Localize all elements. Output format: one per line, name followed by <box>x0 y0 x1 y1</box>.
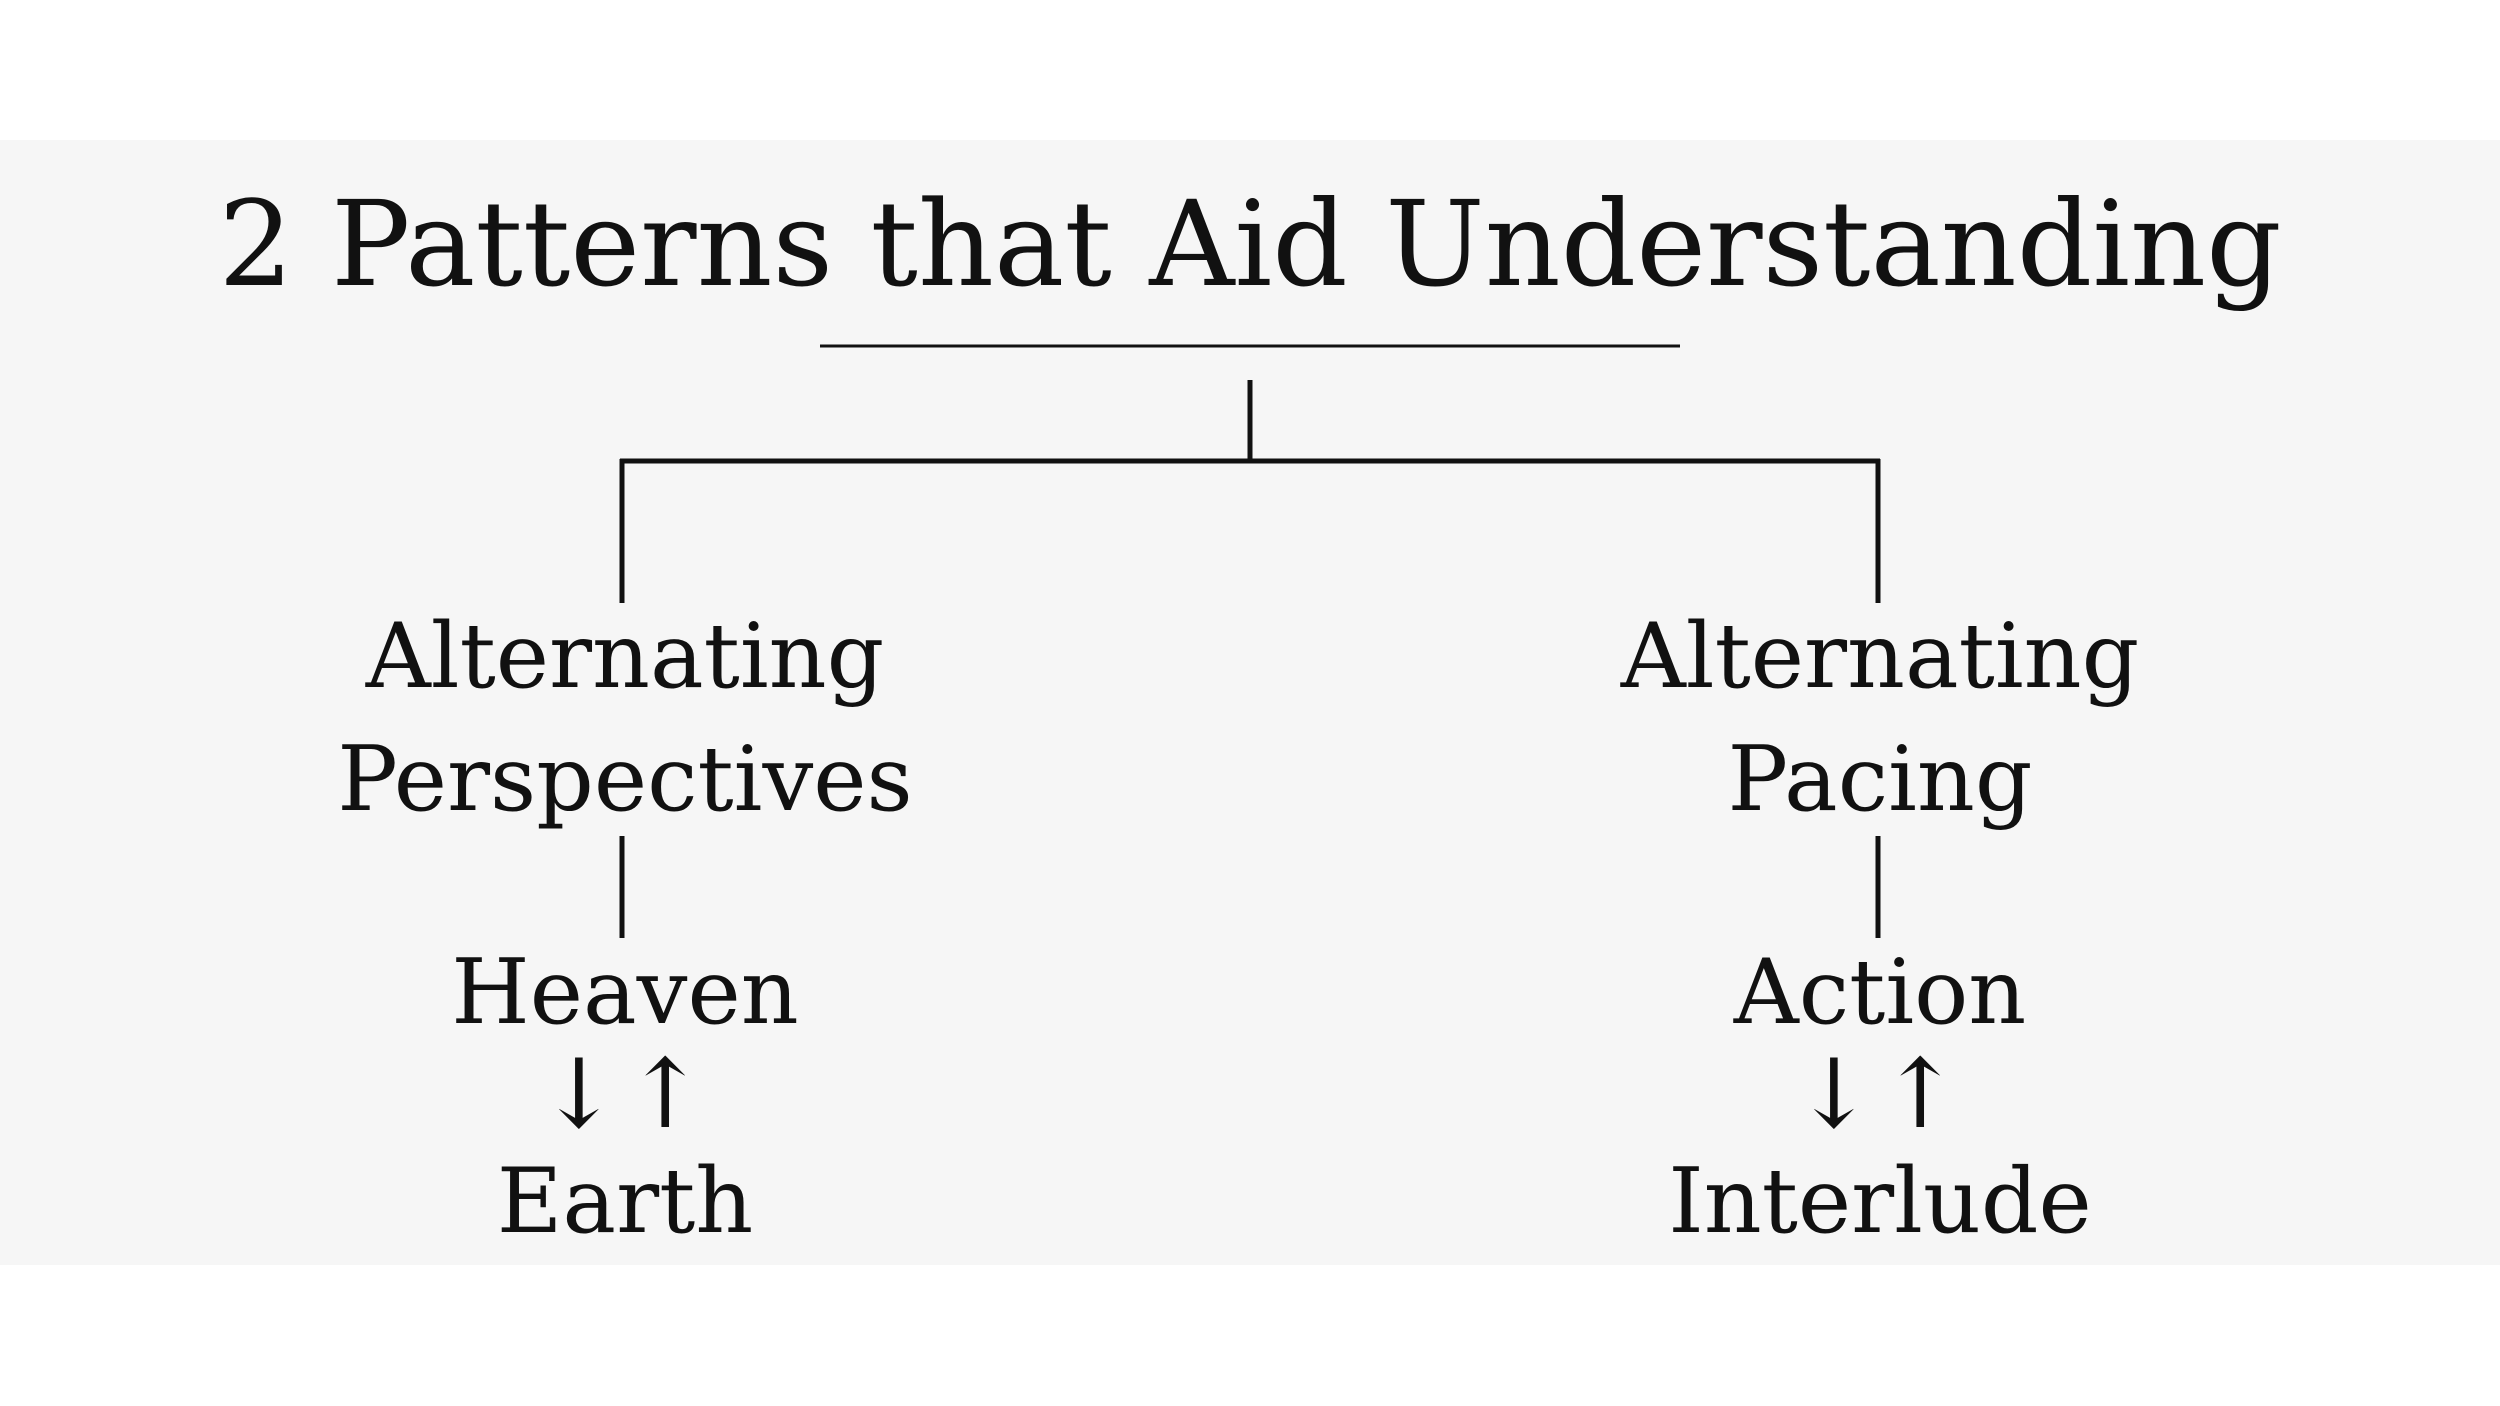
left-top-item: Heaven <box>451 940 799 1045</box>
right-top-item: Action <box>1733 940 2027 1045</box>
left-heading-line2: Perspectives <box>337 727 913 832</box>
diagram-panel <box>0 140 2500 1265</box>
left-heading-line1: Alternating <box>365 604 885 709</box>
left-alternation-arrows: ↓↑ <box>538 1038 712 1150</box>
right-heading-line1: Alternating <box>1620 604 2140 709</box>
left-bottom-item: Earth <box>496 1149 754 1254</box>
right-alternation-arrows: ↓↑ <box>1793 1038 1967 1150</box>
diagram-title: 2 Patterns that Aid Understanding <box>218 175 2282 313</box>
right-bottom-item: Interlude <box>1668 1149 2092 1254</box>
right-heading-line2: Pacing <box>1727 727 2033 832</box>
